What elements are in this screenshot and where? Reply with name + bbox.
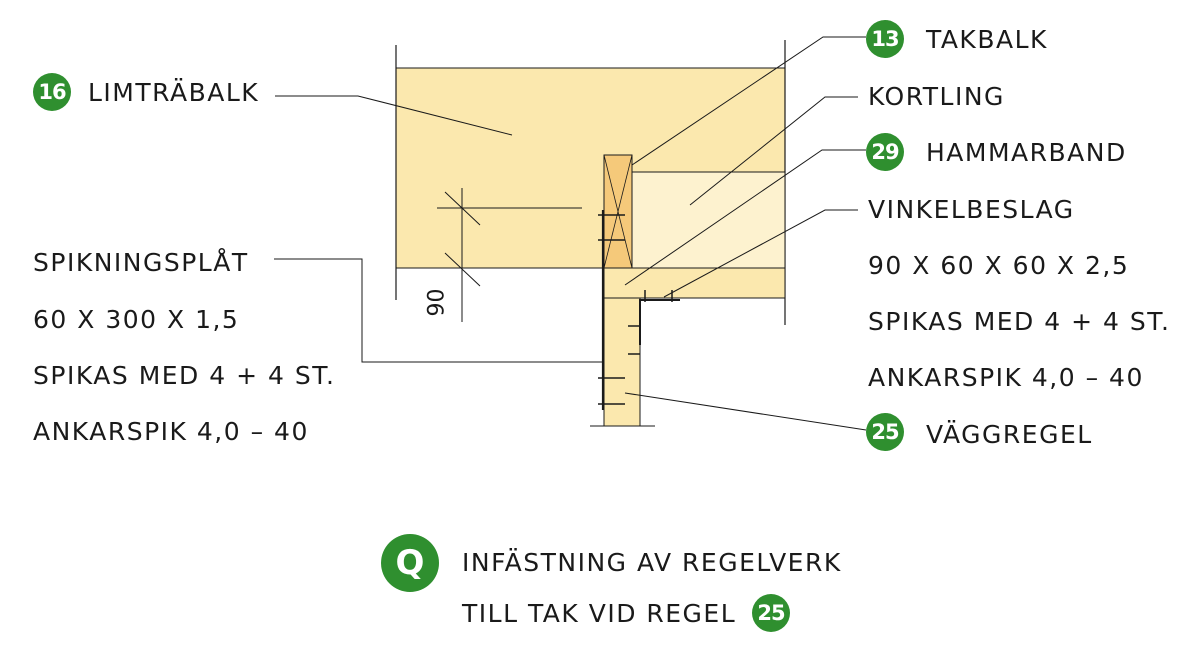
vinkelbeslag-line-4: ANKARSPIK 4,0 – 40	[868, 363, 1144, 392]
hammarband-label: HAMMARBAND	[926, 138, 1127, 167]
hammarband-number-badge: 29	[866, 133, 904, 171]
kortling-label: KORTLING	[868, 82, 1005, 111]
spikningsplat-line-4: ANKARSPIK 4,0 – 40	[33, 417, 309, 446]
caption-line-1: INFÄSTNING AV REGELVERK	[462, 548, 842, 577]
hammarband-plate	[603, 267, 786, 299]
caption-q-badge: Q	[381, 534, 439, 592]
vinkelbeslag-line-3: SPIKAS MED 4 + 4 ST.	[868, 307, 1171, 336]
dimension-lines	[437, 188, 582, 322]
vinkelbeslag-line-1: VINKELBESLAG	[868, 195, 1075, 224]
spikningsplat-line-2: 60 X 300 X 1,5	[33, 305, 240, 334]
vinkelbeslag-bracket	[639, 299, 680, 345]
limtrabalk-number-badge: 16	[33, 73, 71, 111]
leader-lines	[274, 36, 867, 431]
vinkelbeslag-line-2: 90 X 60 X 60 X 2,5	[868, 251, 1130, 280]
spikningsplat-line-1: SPIKNINGSPLÅT	[33, 248, 249, 277]
vaggregel-label: VÄGGREGEL	[926, 420, 1093, 449]
limtrabalk-label: LIMTRÄBALK	[88, 78, 260, 107]
caption-ref-badge: 25	[752, 594, 790, 632]
takbalk-number-badge: 13	[866, 20, 904, 58]
vaggregel-stud	[603, 297, 641, 427]
takbalk-label: TAKBALK	[926, 25, 1048, 54]
dimension-90: 90	[424, 288, 450, 317]
caption-line-2: TILL TAK VID REGEL	[462, 599, 737, 628]
spikningsplat-line-3: SPIKAS MED 4 + 4 ST.	[33, 361, 336, 390]
kortling-block	[631, 171, 786, 269]
vaggregel-number-badge: 25	[866, 413, 904, 451]
nails	[598, 214, 673, 405]
